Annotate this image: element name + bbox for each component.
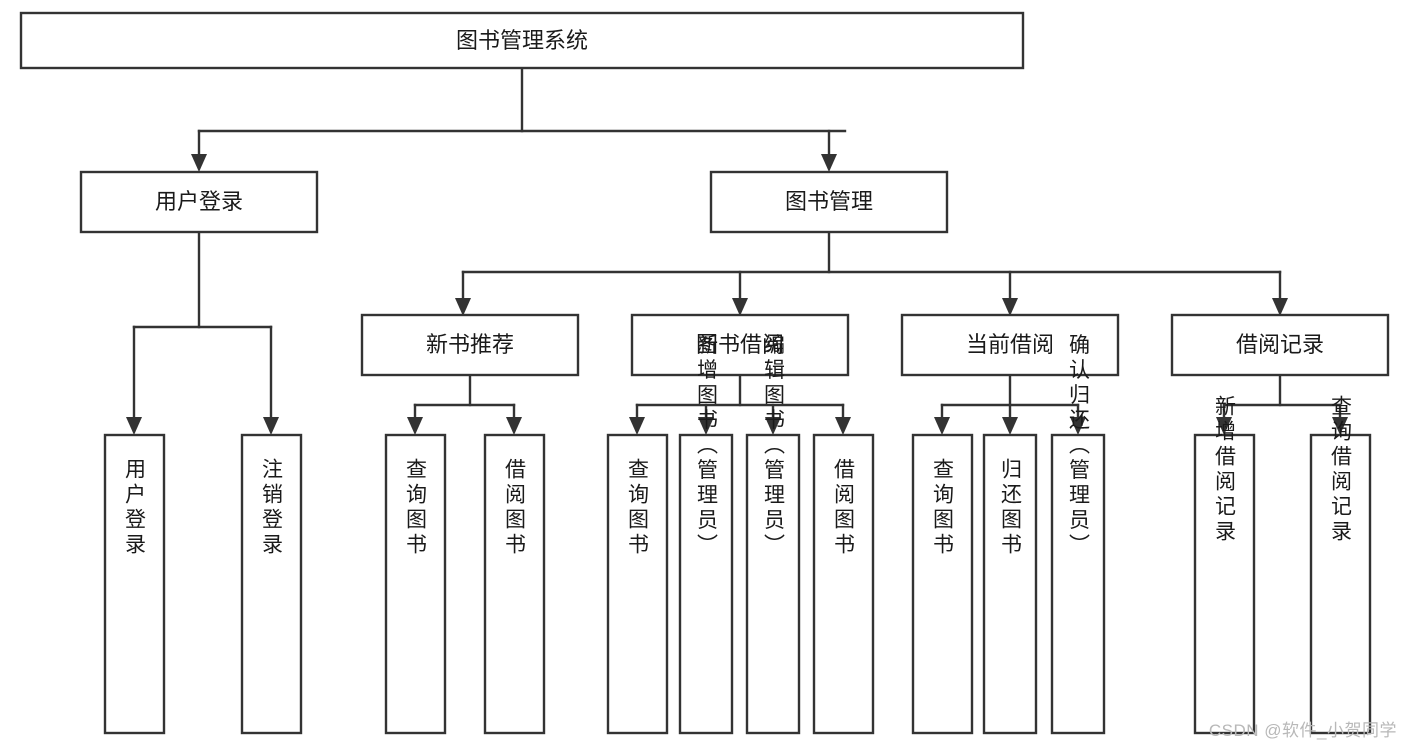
arrow-leaf-borrow-4 (835, 417, 851, 435)
leaf-current-borrow-3[interactable]: 确认归还（管理员） (1050, 334, 1106, 735)
connector-group (126, 66, 1348, 435)
leaf-new-book-2-label: 借阅图书 (503, 458, 527, 558)
arrow-leaf-user-login-2 (263, 417, 279, 435)
leaf-user-login-1[interactable]: 用户登录 (103, 433, 166, 735)
node-book-borrow-box[interactable] (630, 313, 850, 377)
leaf-book-borrow-2-box[interactable] (678, 433, 734, 735)
arrow-leaf-current-2 (1002, 417, 1018, 435)
leaf-current-borrow-2-box[interactable] (982, 433, 1038, 735)
leaf-borrow-record-1-box[interactable] (1193, 433, 1256, 735)
arrow-to-new-book (455, 298, 471, 316)
node-book-management-box[interactable] (709, 170, 949, 234)
node-borrow-record[interactable]: 借阅记录 (1170, 313, 1390, 377)
leaf-user-login-1-box[interactable] (103, 433, 166, 735)
leaf-borrow-record-1-label: 新增借阅记录 (1213, 395, 1237, 545)
node-new-book-recommend[interactable]: 新书推荐 (360, 313, 580, 377)
leaf-new-book-1-label: 查询图书 (404, 458, 428, 558)
arrow-leaf-current-1 (934, 417, 950, 435)
leaf-user-login-2[interactable]: 注销登录 (240, 433, 303, 735)
leaf-borrow-record-2-label: 查询借阅记录 (1329, 395, 1353, 545)
arrow-to-borrow-record (1272, 298, 1288, 316)
leaf-book-borrow-4-box[interactable] (812, 433, 875, 735)
node-current-borrow-box[interactable] (900, 313, 1120, 377)
arrow-leaf-newbook-2 (506, 417, 522, 435)
node-user-login[interactable]: 用户登录 (79, 170, 319, 234)
node-borrow-record-label: 借阅记录 (1236, 332, 1324, 357)
leaf-current-borrow-1-box[interactable] (911, 433, 974, 735)
leaf-book-borrow-1-box[interactable] (606, 433, 669, 735)
leaf-book-borrow-1-label: 查询图书 (626, 458, 650, 558)
arrow-to-book-borrow (732, 298, 748, 316)
arrow-leaf-borrow-1 (629, 417, 645, 435)
leaf-user-login-2-label: 注销登录 (260, 458, 284, 558)
node-root-box[interactable] (19, 11, 1025, 70)
leaf-user-login-2-box[interactable] (240, 433, 303, 735)
node-book-management-label: 图书管理 (785, 189, 873, 214)
leaf-current-borrow-1[interactable]: 查询图书 (911, 433, 974, 735)
arrow-to-book-mgmt (821, 154, 837, 172)
leaf-book-borrow-4-label: 借阅图书 (832, 458, 856, 558)
leaf-user-login-1-label: 用户登录 (123, 458, 147, 558)
node-current-borrow[interactable]: 当前借阅 (900, 313, 1120, 377)
leaf-book-borrow-3-label: 编辑图书（管理员） (762, 334, 786, 559)
node-book-borrow-label: 图书借阅 (696, 332, 784, 357)
leaf-current-borrow-2[interactable]: 归还图书 (982, 433, 1038, 735)
leaf-new-book-2-box[interactable] (483, 433, 546, 735)
leaf-new-book-1[interactable]: 查询图书 (384, 433, 447, 735)
leaf-current-borrow-2-label: 归还图书 (999, 458, 1023, 558)
node-new-book-recommend-box[interactable] (360, 313, 580, 377)
node-user-login-box[interactable] (79, 170, 319, 234)
leaf-new-book-2[interactable]: 借阅图书 (483, 433, 546, 735)
node-new-book-recommend-label: 新书推荐 (426, 332, 514, 357)
node-current-borrow-label: 当前借阅 (966, 332, 1054, 357)
arrow-leaf-newbook-1 (407, 417, 423, 435)
leaf-current-borrow-3-label: 确认归还（管理员） (1067, 334, 1091, 559)
leaf-borrow-record-1[interactable]: 新增借阅记录 (1193, 395, 1256, 735)
csdn-watermark: CSDN @软件_小贺同学 (1208, 721, 1397, 740)
leaf-book-borrow-2-label: 新增图书（管理员） (695, 334, 719, 559)
leaf-book-borrow-1[interactable]: 查询图书 (606, 433, 669, 735)
leaf-book-borrow-2[interactable]: 新增图书（管理员） (678, 334, 734, 735)
leaf-book-borrow-3-box[interactable] (745, 433, 801, 735)
node-book-borrow[interactable]: 图书借阅 (630, 313, 850, 377)
node-root[interactable]: 图书管理系统 (19, 11, 1025, 70)
node-root-label: 图书管理系统 (456, 28, 588, 53)
arrow-to-user-login (191, 154, 207, 172)
node-book-management[interactable]: 图书管理 (709, 170, 949, 234)
node-user-login-label: 用户登录 (155, 189, 243, 214)
leaf-book-borrow-3[interactable]: 编辑图书（管理员） (745, 334, 801, 735)
arrow-to-current-borrow (1002, 298, 1018, 316)
leaf-current-borrow-1-label: 查询图书 (931, 458, 955, 558)
leaf-borrow-record-2-box[interactable] (1309, 433, 1372, 735)
leaf-current-borrow-3-box[interactable] (1050, 433, 1106, 735)
leaf-new-book-1-box[interactable] (384, 433, 447, 735)
leaf-borrow-record-2[interactable]: 查询借阅记录 (1309, 395, 1372, 735)
node-borrow-record-box[interactable] (1170, 313, 1390, 377)
leaf-book-borrow-4[interactable]: 借阅图书 (812, 433, 875, 735)
arrow-leaf-user-login-1 (126, 417, 142, 435)
